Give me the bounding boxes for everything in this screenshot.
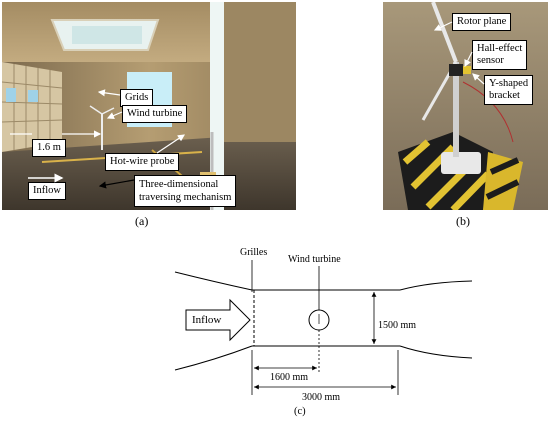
caption-c: (c) (294, 406, 306, 417)
arrow-wind-turbine (106, 111, 123, 119)
label-wind-turbine-a: Wind turbine (122, 105, 188, 123)
hall-line1: Hall-effect (477, 43, 523, 54)
hall-line2: sensor (477, 55, 504, 66)
label-wind-turbine-c: Wind turbine (288, 254, 341, 265)
traversing-line1: Three-dimensional (139, 179, 219, 190)
arrow-traversing (98, 179, 135, 189)
arrow-bracket (472, 73, 485, 85)
diffuser-top-wall (399, 280, 473, 291)
diffuser-bottom-wall (399, 345, 473, 359)
label-traversing-mechanism: Three-dimensional traversing mechanism (134, 175, 237, 207)
contraction-bottom-wall (174, 345, 253, 371)
photo-wind-tunnel: Grids Wind turbine 1.6 m Hot-wire probe … (2, 2, 296, 210)
label-inflow-a: Inflow (28, 182, 66, 200)
traversing-line2: traversing mechanism (139, 192, 232, 203)
annotation-arrows-a (10, 89, 185, 189)
bracket-line2: bracket (489, 90, 520, 101)
label-rotor-plane: Rotor plane (452, 13, 512, 31)
inflow-arrow (185, 298, 251, 342)
caption-b: (b) (456, 214, 470, 228)
label-dist-3000: 3000 mm (302, 392, 341, 403)
label-y-shaped-bracket: Y-shaped bracket (484, 75, 534, 105)
caption-a: (a) (135, 214, 149, 228)
contraction-top-wall (174, 271, 253, 291)
label-height: 1500 mm (378, 320, 417, 331)
label-inflow-c: Inflow (192, 314, 222, 326)
label-dist-1600: 1600 mm (270, 372, 309, 383)
photo-turbine-closeup: Rotor plane Hall-effect sensor Y-shaped … (383, 2, 548, 210)
turbine-closeup-illustration (383, 2, 548, 210)
bracket-line1: Y-shaped (489, 78, 529, 89)
label-grilles: Grilles (240, 247, 268, 258)
arrow-hall-sensor (464, 51, 473, 68)
arrow-probe (156, 134, 185, 154)
arrow-rotor-plane (433, 21, 453, 31)
label-hot-wire-probe: Hot-wire probe (105, 153, 180, 171)
arrow-grids (97, 89, 121, 97)
annotation-arrows-b (433, 21, 485, 85)
label-hall-effect-sensor: Hall-effect sensor (472, 40, 528, 70)
label-distance-a: 1.6 m (32, 139, 66, 157)
